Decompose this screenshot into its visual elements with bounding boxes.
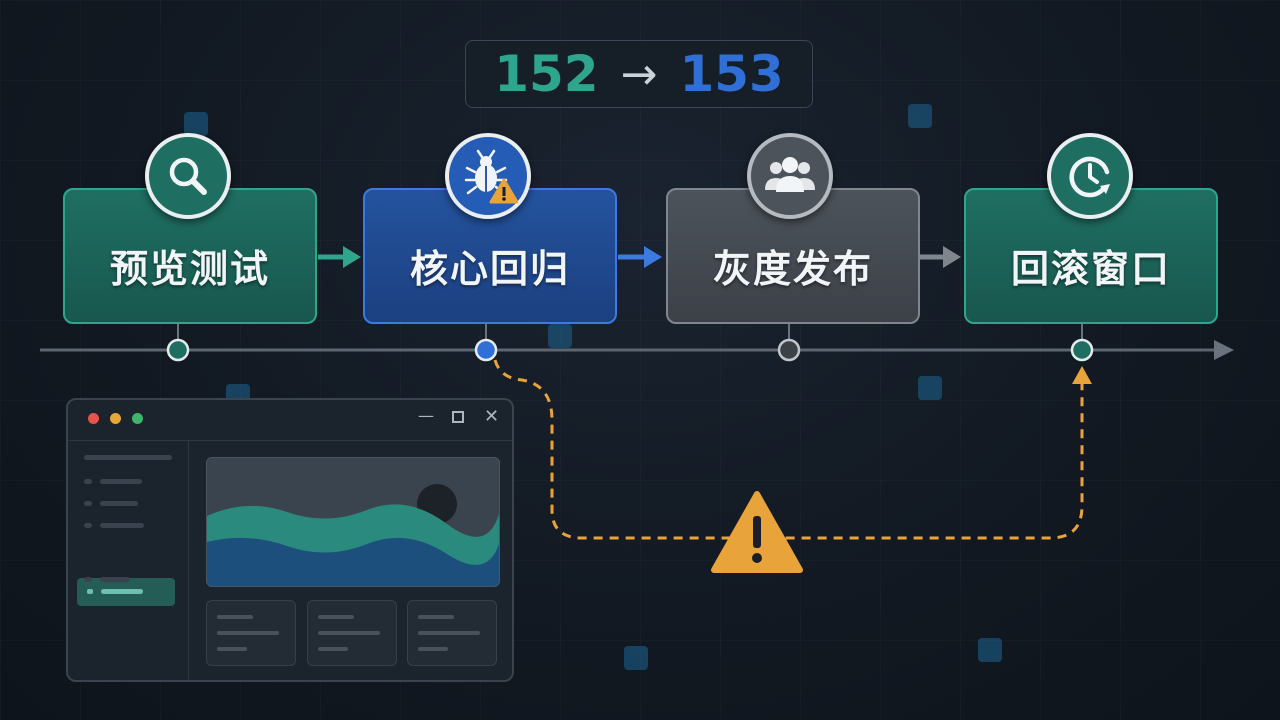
stage-label: 核心回归 <box>409 246 570 291</box>
stage-label: 回滚窗口 <box>1010 246 1171 291</box>
watermark-logo <box>918 376 942 400</box>
arrow-icon: → <box>620 48 658 100</box>
version-to: 153 <box>679 45 784 103</box>
sidebar-placeholder-line <box>100 577 130 582</box>
stage-label: 灰度发布 <box>712 246 873 291</box>
maximize-icon[interactable] <box>452 411 464 423</box>
close-dot-icon[interactable] <box>88 413 99 424</box>
search-icon <box>145 133 231 219</box>
maximize-dot-icon[interactable] <box>132 413 143 424</box>
sidebar-placeholder-line <box>100 479 142 484</box>
warning-icon <box>711 491 803 573</box>
watermark-logo <box>548 324 572 348</box>
sidebar-placeholder-line <box>100 523 144 528</box>
version-from: 152 <box>494 45 599 103</box>
sidebar-bullet <box>84 479 92 484</box>
watermark-logo <box>184 112 208 136</box>
content-card[interactable] <box>307 600 397 666</box>
watermark-logo <box>908 104 932 128</box>
sidebar-placeholder-line <box>100 501 138 506</box>
sidebar-placeholder-line <box>84 455 172 460</box>
watermark-logo <box>624 646 648 670</box>
arrow-connector-head <box>943 246 961 268</box>
rollback-arrowhead <box>1072 366 1092 384</box>
timeline-arrowhead <box>1214 340 1234 360</box>
timeline-node <box>474 338 498 362</box>
version-banner: 152 → 153 <box>465 40 813 108</box>
arrow-connector-head <box>644 246 662 268</box>
window-sidebar <box>68 441 189 680</box>
content-card[interactable] <box>407 600 497 666</box>
sidebar-bullet <box>84 577 92 582</box>
stage-rollback-window[interactable]: 回滚窗口 <box>964 188 1218 324</box>
minimize-icon[interactable]: — <box>418 406 434 425</box>
stage-label: 预览测试 <box>109 246 270 291</box>
sidebar-bullet <box>84 523 92 528</box>
sidebar-bullet <box>84 501 92 506</box>
watermark-logo <box>978 638 1002 662</box>
timeline-node <box>1070 338 1094 362</box>
timeline-node <box>777 338 801 362</box>
window-titlebar: — ✕ <box>68 400 512 441</box>
app-window-mockup: — ✕ <box>66 398 514 682</box>
minimize-dot-icon[interactable] <box>110 413 121 424</box>
content-card[interactable] <box>206 600 296 666</box>
sidebar-item-active[interactable] <box>77 578 175 606</box>
clock-rotate-icon <box>1047 133 1133 219</box>
arrow-connector-head <box>343 246 361 268</box>
timeline-node <box>166 338 190 362</box>
hero-image-placeholder <box>206 457 500 587</box>
bug-warning-icon <box>445 133 531 219</box>
users-icon <box>747 133 833 219</box>
close-icon[interactable]: ✕ <box>484 406 500 427</box>
rollback-path <box>493 359 1084 540</box>
